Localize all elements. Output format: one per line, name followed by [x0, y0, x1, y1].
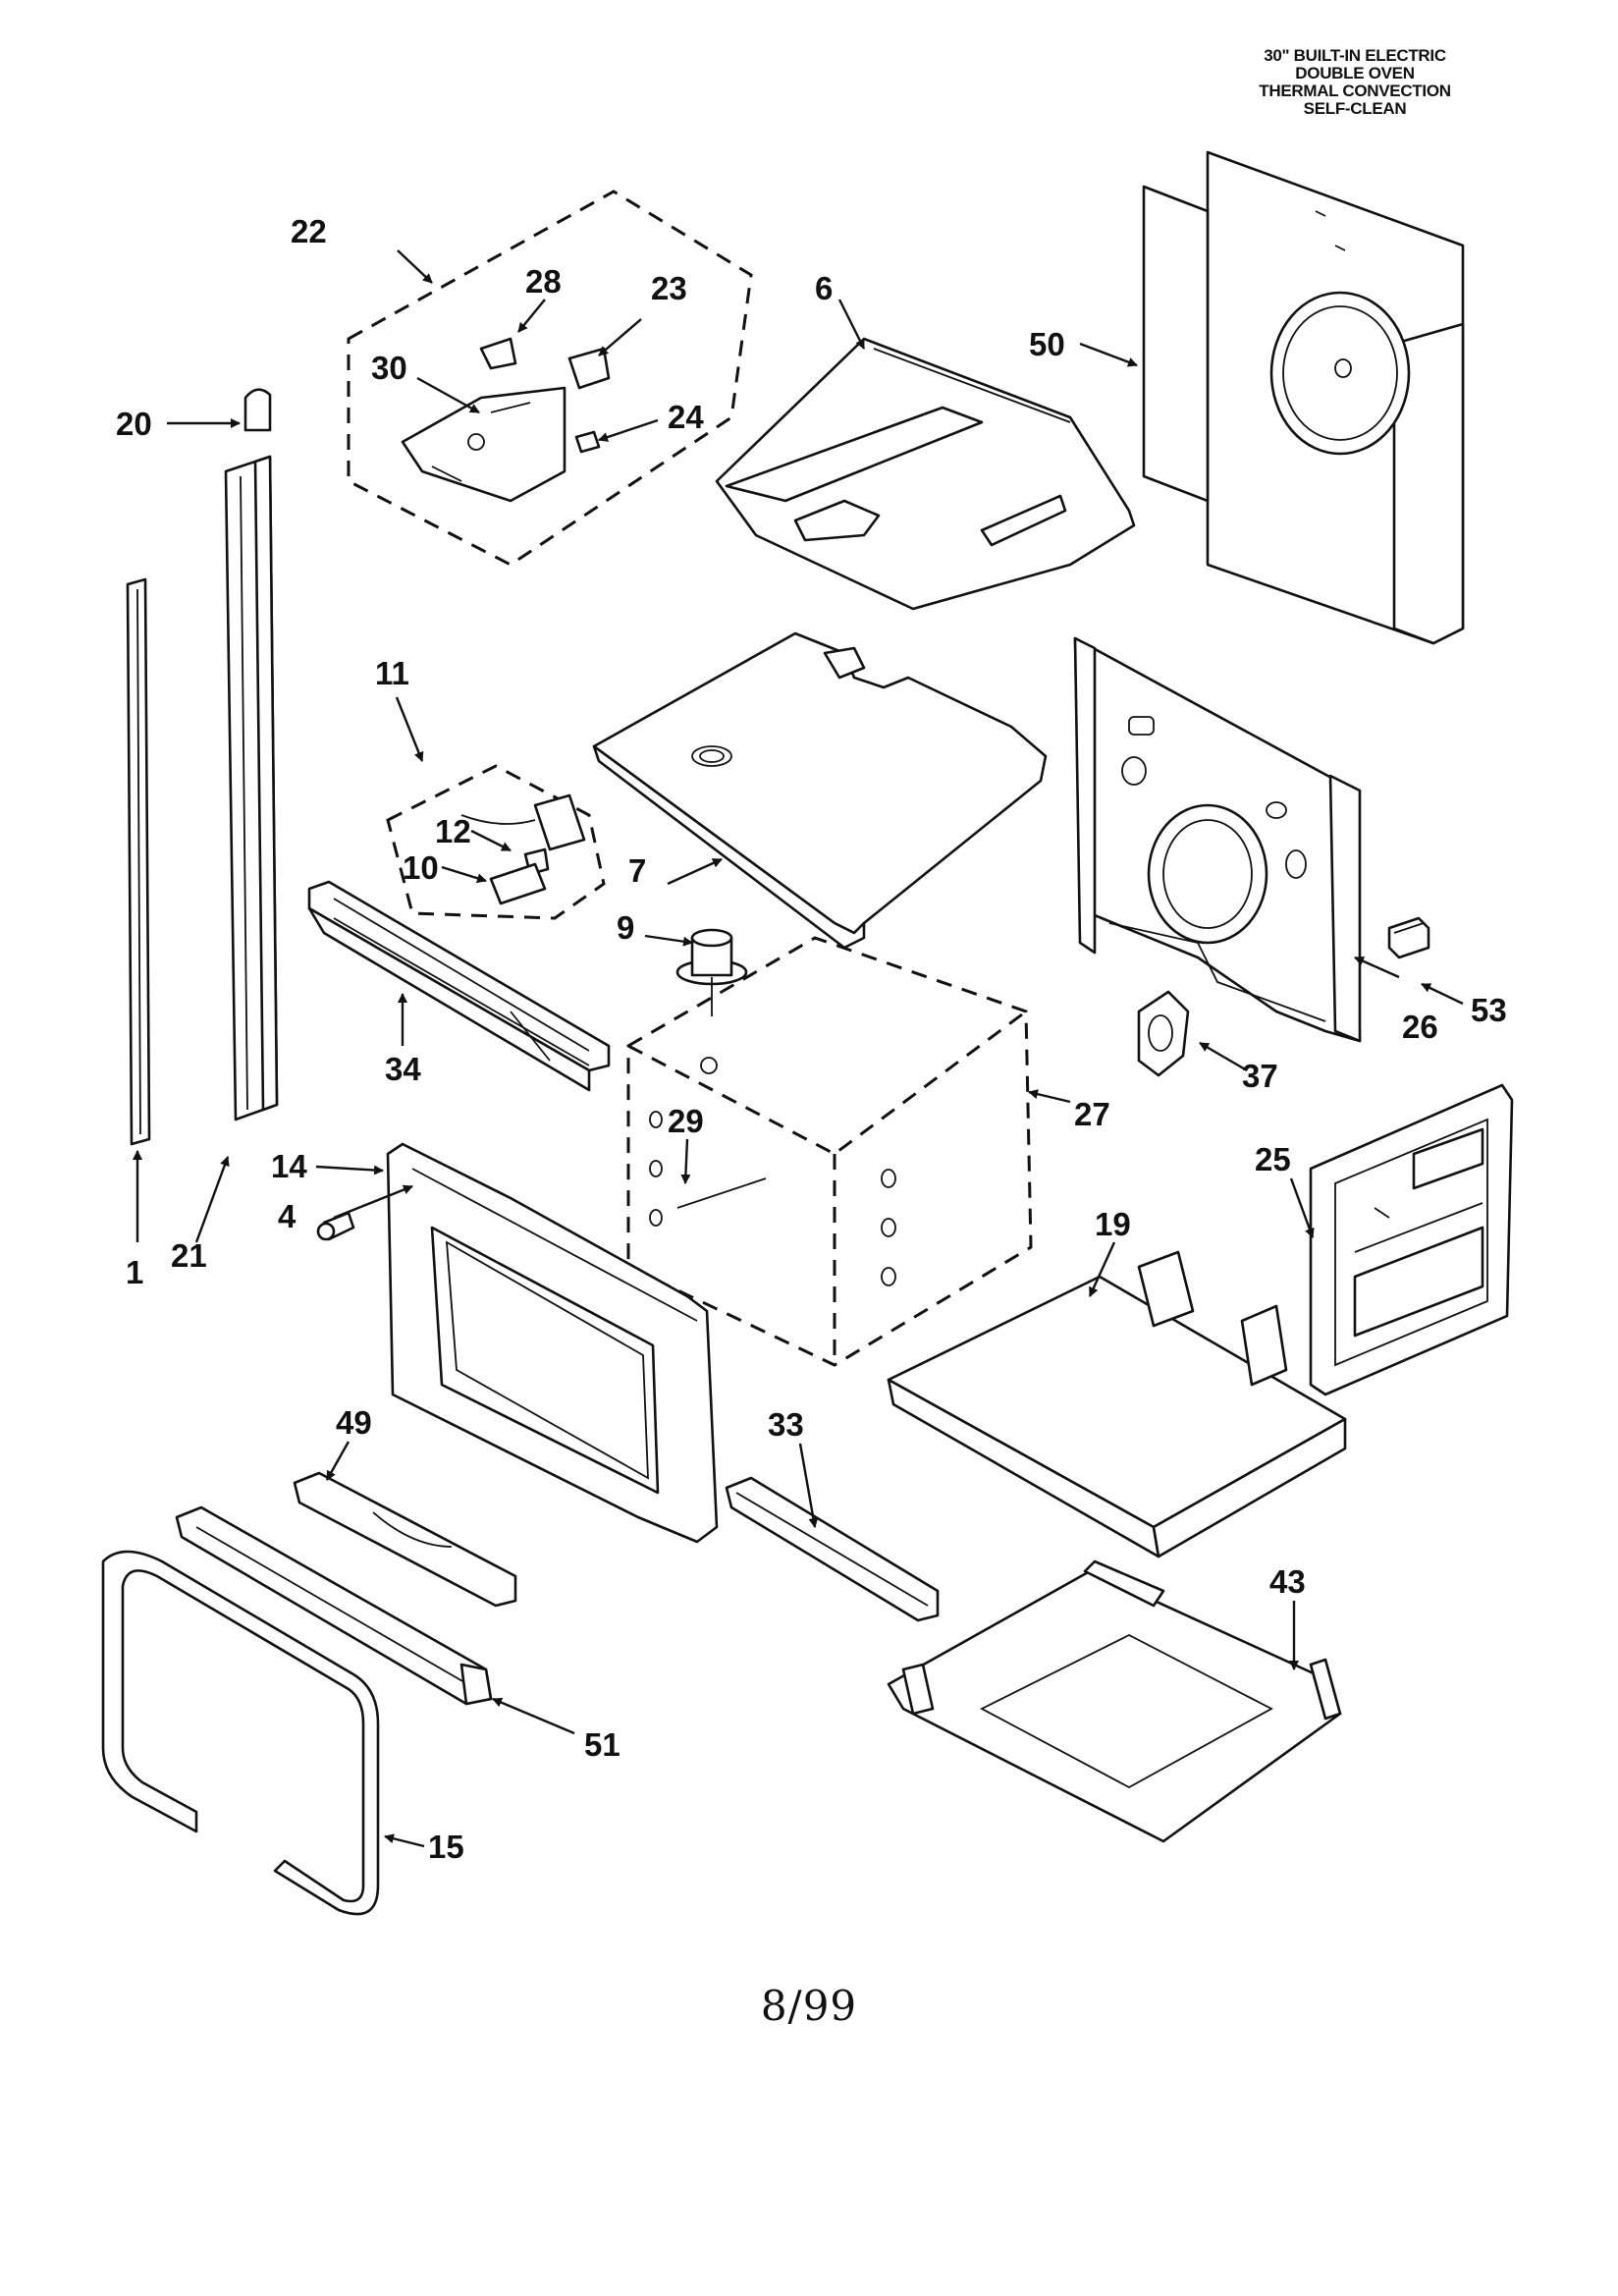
callout-21: 21: [171, 1237, 207, 1274]
callout-37: 37: [1242, 1058, 1278, 1094]
top-shield-part-7: [592, 631, 1048, 950]
bottom-tray-part-43: [887, 1559, 1342, 1843]
callout-9: 9: [617, 909, 634, 946]
callout-43: 43: [1269, 1563, 1306, 1600]
page-date-code: 8/99: [760, 1982, 858, 2030]
side-trim-part-1: [126, 577, 151, 1146]
rail-part-33: [725, 1476, 940, 1622]
bottom-panel-part-19: [887, 1250, 1347, 1558]
title-line: 30" BUILT-IN ELECTRIC: [1264, 46, 1446, 65]
side-panel-part-25: [1309, 1083, 1514, 1396]
callout-1: 1: [126, 1254, 143, 1290]
side-panel-part-26: [1073, 636, 1362, 1043]
callout-7: 7: [628, 852, 646, 889]
callout-30: 30: [371, 350, 407, 386]
callout-28: 28: [525, 263, 562, 300]
callout-29: 29: [668, 1103, 704, 1139]
callout-6: 6: [815, 270, 833, 306]
trim-part-49: [293, 1471, 517, 1608]
door-gasket-part-15: [101, 1550, 380, 1916]
front-frame-part-14: [386, 1142, 719, 1544]
diagram-title: 30" BUILT-IN ELECTRIC DOUBLE OVEN THERMA…: [1227, 47, 1483, 118]
callout-33: 33: [768, 1406, 804, 1443]
callout-10: 10: [403, 849, 439, 886]
harness-assembly-part-11: [386, 764, 606, 920]
title-line: THERMAL CONVECTION: [1259, 82, 1451, 100]
callout-19: 19: [1095, 1206, 1131, 1242]
callout-53: 53: [1471, 992, 1507, 1028]
gasket-part-37: [1137, 990, 1190, 1077]
callout-26: 26: [1402, 1009, 1438, 1045]
callout-14: 14: [271, 1148, 307, 1184]
oven-liner-part-27: [626, 936, 1033, 1367]
bracket-part-53: [1387, 916, 1430, 959]
callout-4: 4: [278, 1198, 297, 1234]
callout-22: 22: [291, 213, 327, 249]
end-cap-part-20: [243, 388, 272, 432]
vent-grille-part-34: [307, 880, 611, 1092]
callout-24: 24: [668, 399, 704, 435]
vent-trim-part-51: [175, 1505, 493, 1706]
callout-11: 11: [375, 655, 409, 691]
callout-23: 23: [651, 270, 687, 306]
side-trim-part-21: [224, 455, 279, 1121]
callout-labels: 20 1 21 22 28 23 30 24 6 50 11 12 10 7 9…: [116, 213, 1507, 1865]
callout-20: 20: [116, 406, 152, 442]
title-line: DOUBLE OVEN: [1295, 64, 1415, 82]
control-assembly-part-22: [347, 190, 753, 567]
callout-15: 15: [428, 1829, 464, 1865]
title-line: SELF-CLEAN: [1303, 99, 1407, 118]
callout-25: 25: [1255, 1141, 1291, 1177]
callout-27: 27: [1074, 1096, 1110, 1132]
callout-50: 50: [1029, 326, 1065, 362]
top-duct-part-6: [715, 337, 1136, 611]
callout-49: 49: [336, 1404, 372, 1441]
blower-part-9: [675, 928, 748, 1016]
callout-34: 34: [385, 1051, 421, 1087]
callout-12: 12: [435, 813, 471, 849]
rear-panel-part-50: [1142, 150, 1465, 645]
leader-lines: [133, 249, 1464, 1848]
callout-51: 51: [584, 1726, 620, 1763]
